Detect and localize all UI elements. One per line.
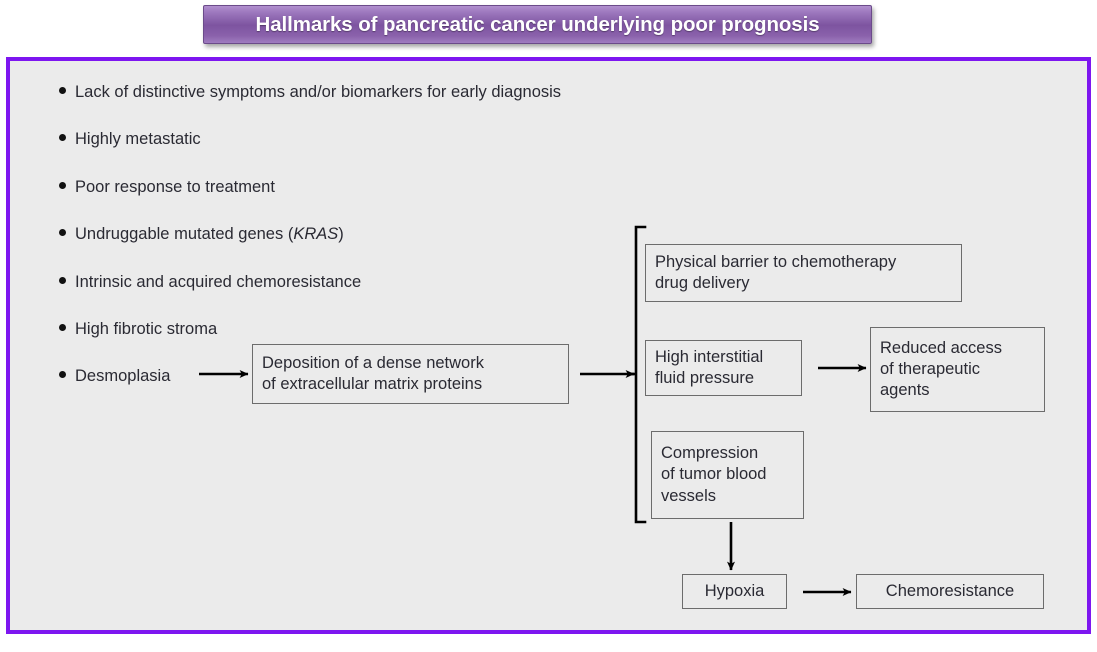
chemoresistance-label: Chemoresistance — [885, 581, 1015, 600]
bullet-icon — [59, 277, 66, 284]
deposition-box-line1: Deposition of a dense network — [262, 353, 484, 372]
figure-title-banner: Hallmarks of pancreatic cancer underlyin… — [203, 5, 872, 44]
compression-box: Compression of tumor blood vessels — [651, 431, 804, 519]
list-item: Undruggable mutated genes (KRAS) — [59, 225, 344, 244]
bullet-icon — [59, 371, 66, 378]
reduced-access-line1: Reduced access — [880, 338, 1002, 357]
list-item: Highly metastatic — [59, 130, 201, 149]
list-item: Desmoplasia — [59, 367, 170, 386]
reduced-access-line2: of therapeutic — [880, 359, 980, 378]
hallmark-label-1: Highly metastatic — [75, 130, 201, 148]
list-item: High fibrotic stroma — [59, 320, 217, 339]
reduced-access-box: Reduced access of therapeutic agents — [870, 327, 1045, 412]
compression-line1: Compression — [661, 444, 759, 463]
hallmark-label-5: High fibrotic stroma — [75, 320, 218, 338]
bullet-icon — [59, 134, 66, 141]
physical-barrier-line2: drug delivery — [655, 274, 750, 292]
compression-line2: of tumor blood — [661, 465, 767, 484]
deposition-box-line2: of extracellular matrix proteins — [262, 375, 483, 393]
hallmark-label-4: Intrinsic and acquired chemoresistance — [75, 273, 362, 291]
deposition-box: Deposition of a dense network of extrace… — [252, 344, 569, 404]
hypoxia-label: Hypoxia — [704, 581, 765, 600]
hallmark-label-0: Lack of distinctive symptoms and/or biom… — [75, 83, 562, 101]
page-title: Hallmarks of pancreatic cancer underlyin… — [255, 12, 820, 36]
high-interstitial-pressure-box: High interstitial fluid pressure — [645, 340, 802, 396]
physical-barrier-box: Physical barrier to chemotherapy drug de… — [645, 244, 962, 302]
bullet-icon — [59, 182, 66, 189]
high-interstitial-line2: fluid pressure — [655, 369, 755, 387]
list-item: Intrinsic and acquired chemoresistance — [59, 273, 361, 292]
list-item: Lack of distinctive symptoms and/or biom… — [59, 83, 561, 102]
bullet-icon — [59, 324, 66, 331]
bullet-icon — [59, 229, 66, 236]
hallmark-label-2: Poor response to treatment — [75, 178, 275, 196]
grouping-bracket — [634, 225, 647, 524]
list-item: Poor response to treatment — [59, 178, 275, 197]
chemoresistance-box: Chemoresistance — [856, 574, 1044, 609]
hypoxia-box: Hypoxia — [682, 574, 787, 609]
high-interstitial-line1: High interstitial — [655, 347, 764, 366]
physical-barrier-line1: Physical barrier to chemotherapy — [655, 252, 897, 271]
hallmark-label-3: Undruggable mutated genes (KRAS) — [75, 225, 344, 243]
hallmark-label-6: Desmoplasia — [75, 367, 171, 385]
diagram-panel: Lack of distinctive symptoms and/or biom… — [6, 57, 1091, 634]
bullet-icon — [59, 87, 66, 94]
reduced-access-line3: agents — [880, 381, 930, 400]
compression-line3: vessels — [661, 486, 717, 505]
